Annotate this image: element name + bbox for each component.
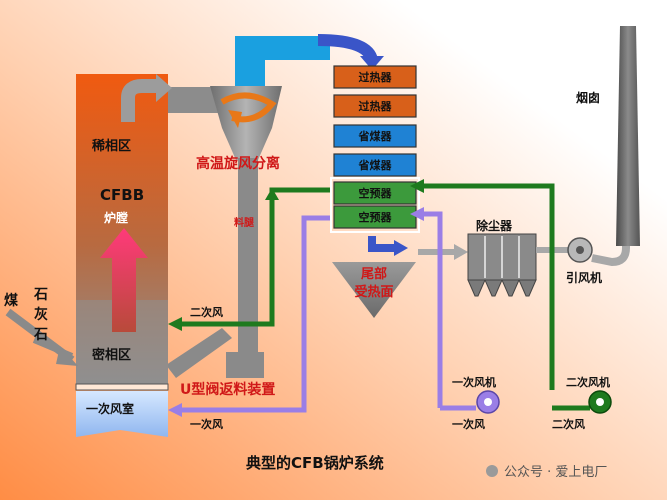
- hx-superheater-2: [333, 94, 417, 118]
- hx-outlet-arrow-head: [394, 240, 408, 256]
- hearth-label: 炉膛: [104, 210, 128, 225]
- primary-air-label-left: 一次风: [190, 417, 223, 431]
- dense-zone-label: 密相区: [91, 347, 131, 363]
- chimney-label: 烟囱: [576, 90, 600, 105]
- flue-gas-arrow-head: [360, 56, 384, 70]
- hx-superheater-1: [333, 65, 417, 89]
- hx-label-1: 过热器: [359, 70, 393, 84]
- secondary-air-label-left: 二次风: [190, 305, 223, 319]
- id-fan-label: 引风机: [566, 270, 602, 285]
- hx-label-4: 省煤器: [358, 158, 393, 172]
- limestone-char-1: 石: [33, 287, 48, 303]
- id-fan-hub: [576, 246, 584, 254]
- hx-label-3: 省煤器: [358, 129, 393, 143]
- hopper-4: [518, 279, 537, 297]
- cyclone-body: [210, 86, 282, 160]
- limestone-char-2: 灰: [34, 306, 48, 323]
- hx-label-2: 过热器: [359, 99, 393, 113]
- dilute-zone-label: 稀相区: [92, 138, 131, 154]
- return-pipe: [166, 328, 232, 378]
- wind-box-label: 一次风室: [86, 401, 134, 416]
- diagram-title: 典型的CFB锅炉系统: [246, 454, 384, 472]
- hx-economizer-1: [333, 124, 417, 148]
- limestone-feed-pipe: [32, 337, 74, 359]
- tail-heating-surface: [332, 262, 416, 318]
- hearth-flow-arrow: [100, 228, 148, 332]
- primary-fan-label: 一次风机: [452, 375, 496, 389]
- hx-outlet-arrow: [368, 236, 396, 252]
- hx-air-preheater-1: [333, 181, 417, 205]
- chimney: [616, 26, 640, 246]
- secondary-fan-label: 二次风机: [566, 375, 610, 389]
- primary-air-arrow-hx: [410, 207, 424, 221]
- secondary-fan-hub: [596, 398, 604, 406]
- furnace-top-arrow: [121, 79, 158, 122]
- return-leg-label: 料腿: [234, 216, 255, 229]
- furnace-top-arrow-head: [156, 74, 172, 102]
- furnace-lower: [76, 300, 168, 384]
- secondary-air-arrow-hx: [410, 179, 424, 193]
- flue-to-dust-arrow: [454, 244, 468, 260]
- hx-stack-frame: [330, 177, 420, 233]
- limestone-label: 石 灰 石: [33, 287, 48, 343]
- secondary-air-line: [422, 183, 555, 390]
- u-valve-label: U型阀返料装置: [180, 381, 275, 398]
- primary-air-arrow-furnace: [168, 403, 182, 417]
- furnace-name-label: CFBB: [100, 186, 144, 204]
- hopper-1: [467, 279, 486, 297]
- wind-box: [76, 391, 168, 437]
- hx-label-6: 空预器: [359, 210, 393, 224]
- distributor-plate: [75, 383, 169, 391]
- limestone-char-3: 石: [33, 327, 48, 343]
- dust-collector-label: 除尘器: [476, 218, 513, 233]
- hopper-3: [501, 279, 520, 297]
- secondary-air-arrow-furnace: [168, 317, 182, 331]
- secondary-air-up-arrow: [265, 188, 279, 200]
- hx-economizer-2: [333, 153, 417, 177]
- fan-to-chimney-duct: [591, 244, 630, 267]
- wechat-icon: [486, 465, 498, 477]
- primary-fan-hub: [484, 398, 492, 406]
- tail-label-line2: 受热面: [354, 284, 393, 300]
- secondary-air-label-right: 二次风: [552, 417, 585, 431]
- cyclone-outlet-riser: [235, 36, 265, 86]
- cyclone-swirl-arrow: [228, 110, 242, 128]
- coal-label: 煤: [4, 292, 19, 309]
- cyclone-downcomer: [238, 158, 258, 358]
- hopper-2: [484, 279, 503, 297]
- separator-label: 高温旋风分离: [196, 155, 280, 172]
- watermark: 公众号 · 爱上电厂: [504, 465, 607, 480]
- primary-air-label-right: 一次风: [452, 417, 485, 431]
- tail-label-line1: 尾部: [361, 266, 387, 282]
- loop-seal-base: [226, 352, 264, 378]
- secondary-air-return: [180, 187, 330, 327]
- cyclone-swirl-icon: [220, 92, 277, 123]
- primary-air-line: [422, 211, 443, 408]
- hx-label-5: 空预器: [359, 186, 393, 200]
- primary-air-return: [180, 215, 330, 413]
